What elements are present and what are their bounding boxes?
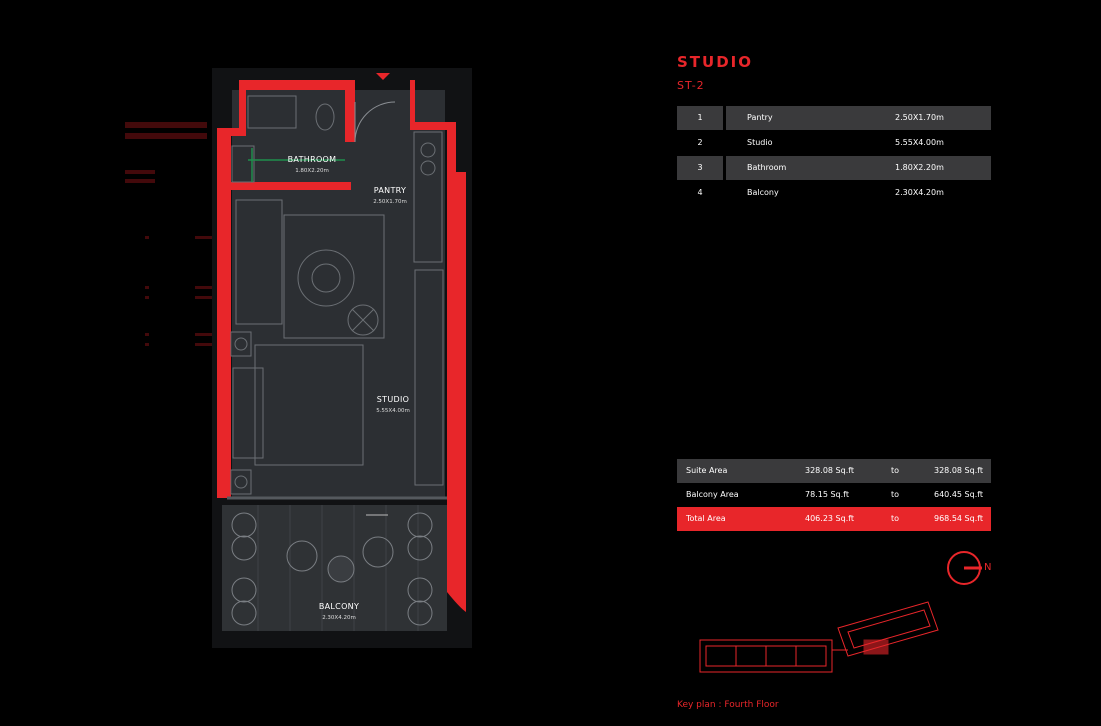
table-row: Balcony Area 78.15 Sq.ft to 640.45 Sq.ft bbox=[677, 483, 991, 507]
balcony-dim: 2.30X4.20m bbox=[322, 615, 356, 621]
balcony-label: BALCONY bbox=[318, 602, 360, 611]
plumbing-lines bbox=[248, 148, 345, 182]
area-label: Balcony Area bbox=[686, 490, 739, 499]
room-schedule-table: 1 Pantry 2.50X1.70m 2 Studio 5.55X4.00m 3 … bbox=[677, 106, 991, 206]
key-plan-label: Key plan : Fourth Floor bbox=[677, 700, 779, 710]
pantry-fixtures bbox=[413, 131, 444, 486]
table-row: 1 Pantry 2.50X1.70m bbox=[677, 106, 991, 130]
area-summary-table: Suite Area 328.08 Sq.ft to 328.08 Sq.ft … bbox=[677, 459, 991, 531]
room-name: Bathroom bbox=[747, 163, 787, 172]
balcony-decking bbox=[257, 505, 419, 631]
pantry-label: PANTRY bbox=[373, 186, 407, 195]
area-label: Suite Area bbox=[686, 466, 728, 475]
studio-floor bbox=[232, 90, 445, 498]
furniture bbox=[230, 199, 385, 495]
area-to: 640.45 Sq.ft bbox=[934, 490, 984, 499]
area-from: 78.15 Sq.ft bbox=[805, 490, 849, 499]
area-from: 406.23 Sq.ft bbox=[805, 514, 855, 523]
unit-subtitle: ST-2 bbox=[677, 79, 705, 92]
area-to-word: to bbox=[891, 514, 900, 523]
room-number: 2 bbox=[697, 138, 703, 147]
room-size: 2.50X1.70m bbox=[895, 113, 944, 122]
studio-dim: 5.55X4.00m bbox=[376, 408, 410, 414]
bathroom-label: BATHROOM bbox=[287, 155, 337, 164]
door-swing bbox=[354, 101, 396, 143]
balcony-furniture bbox=[231, 512, 433, 626]
room-number: 3 bbox=[677, 156, 723, 180]
key-plan-drawing bbox=[699, 601, 939, 673]
area-to-word: to bbox=[891, 466, 900, 475]
room-name: Pantry bbox=[747, 113, 773, 122]
table-row: 2 Studio 5.55X4.00m bbox=[677, 131, 991, 155]
room-size: 5.55X4.00m bbox=[895, 138, 944, 147]
room-size: 2.30X4.20m bbox=[895, 188, 944, 197]
unit-title: STUDIO bbox=[677, 53, 753, 71]
walls bbox=[217, 80, 466, 612]
table-row: 4 Balcony 2.30X4.20m bbox=[677, 181, 991, 205]
table-row: Total Area 406.23 Sq.ft to 968.54 Sq.ft bbox=[677, 507, 991, 531]
table-row: Suite Area 328.08 Sq.ft to 328.08 Sq.ft bbox=[677, 459, 991, 483]
studio-label: STUDIO bbox=[376, 395, 410, 404]
room-name: Studio bbox=[747, 138, 773, 147]
room-name: Balcony bbox=[747, 188, 779, 197]
bathroom-dim: 1.80X2.20m bbox=[295, 168, 329, 174]
ghost-overlay bbox=[125, 122, 213, 346]
compass bbox=[947, 551, 982, 585]
entry-marker bbox=[376, 73, 390, 80]
area-to: 328.08 Sq.ft bbox=[934, 466, 984, 475]
area-label: Total Area bbox=[686, 514, 726, 523]
area-to: 968.54 Sq.ft bbox=[934, 514, 984, 523]
compass-north-label: N bbox=[984, 562, 992, 573]
bathroom-fixtures bbox=[231, 95, 335, 183]
table-row: 3 Bathroom 1.80X2.20m bbox=[677, 156, 991, 180]
area-to-word: to bbox=[891, 490, 900, 499]
pantry-dim: 2.50X1.70m bbox=[373, 199, 407, 205]
room-size: 1.80X2.20m bbox=[895, 163, 944, 172]
room-number: 1 bbox=[677, 106, 723, 130]
area-from: 328.08 Sq.ft bbox=[805, 466, 855, 475]
room-number: 4 bbox=[697, 188, 703, 197]
